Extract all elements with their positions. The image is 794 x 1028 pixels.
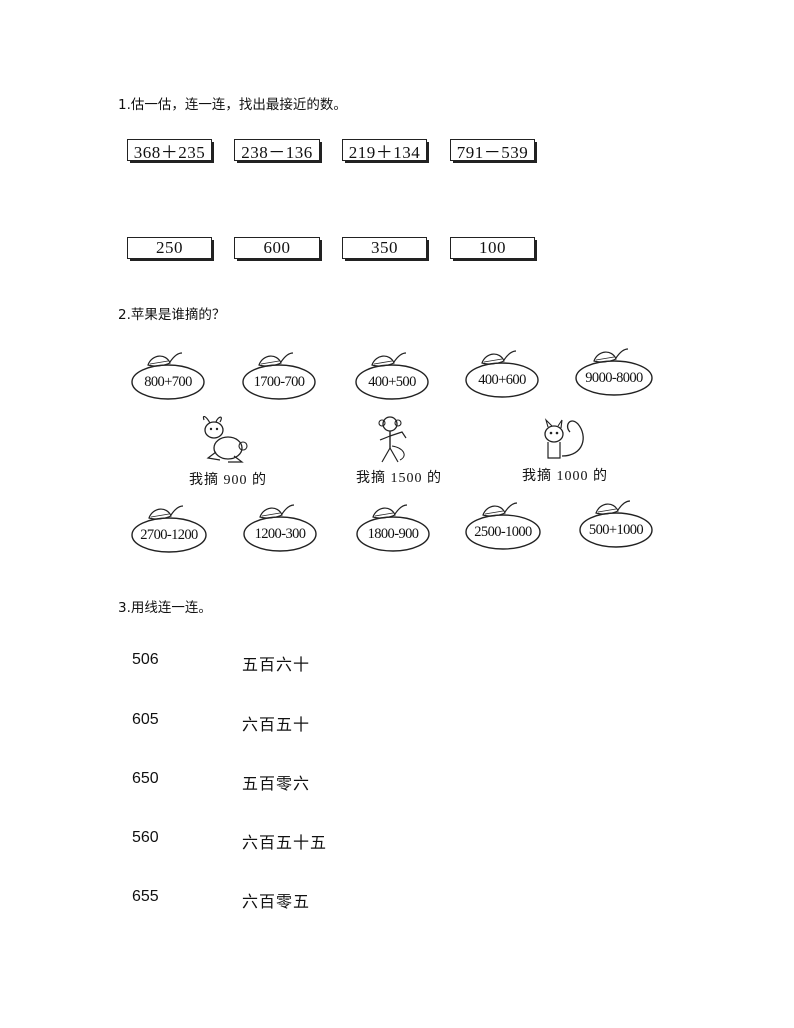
apple[interactable]: 2500-1000 [464,500,542,552]
apple-expression: 1700-700 [253,374,305,390]
apple-icon [356,504,430,552]
expression-box[interactable]: 219＋134 [342,139,429,163]
apple-icon [575,348,653,396]
apple-expression: 1800-900 [367,526,419,542]
number-item[interactable]: 650 [132,770,159,787]
animal-speech: 我摘 1000 的 [522,469,608,484]
apple-icon [242,352,316,400]
animal-speech: 我摘 900 的 [189,473,267,488]
apple-expression: 2500-1000 [474,524,532,540]
apple[interactable]: 9000-8000 [574,346,654,398]
number-item[interactable]: 655 [132,888,159,905]
apple[interactable]: 500+1000 [578,498,654,550]
apple-expression: 2700-1200 [140,527,198,543]
apple[interactable]: 800+700 [130,350,206,402]
rabbit-icon [198,415,250,464]
expression-box[interactable]: 238－136 [234,139,322,163]
expression-box[interactable]: 368＋235 [127,139,214,163]
apple[interactable]: 2700-1200 [130,503,208,555]
q3-title: 3.用线连一连。 [118,600,212,616]
expression-box[interactable]: 791－539 [450,139,537,163]
apple[interactable]: 400+600 [464,348,540,400]
chinese-number-item[interactable]: 六百五十 [242,715,311,734]
answer-box[interactable]: 100 [450,237,537,261]
apple-icon [131,352,205,400]
number-item[interactable]: 605 [132,711,159,728]
apple[interactable]: 400+500 [354,350,430,402]
apple-expression: 400+500 [368,374,416,390]
chinese-number-item[interactable]: 六百五十五 [242,833,328,852]
number-item[interactable]: 506 [132,651,159,668]
apple-icon [465,502,541,550]
apple-icon [355,352,429,400]
apple-icon [465,350,539,398]
apple-expression: 400+600 [478,372,526,388]
apple-expression: 800+700 [144,374,192,390]
apple-icon [131,505,207,553]
apple-expression: 500+1000 [588,522,644,538]
apple-expression: 9000-8000 [585,370,643,386]
apple[interactable]: 1700-700 [241,350,317,402]
squirrel-icon [540,416,590,464]
answer-box[interactable]: 250 [127,237,214,261]
apple-icon [243,504,317,552]
answer-box[interactable]: 600 [234,237,322,261]
monkey-icon [372,414,412,466]
q2-title: 2.苹果是谁摘的？ [118,307,226,323]
chinese-number-item[interactable]: 五百零六 [242,774,311,793]
chinese-number-item[interactable]: 六百零五 [242,892,311,911]
apple-icon [579,500,653,548]
number-item[interactable]: 560 [132,829,159,846]
answer-box[interactable]: 350 [342,237,429,261]
chinese-number-item[interactable]: 五百六十 [242,655,311,674]
apple[interactable]: 1800-900 [355,502,431,554]
q1-title: 1.估一估，连一连，找出最接近的数。 [118,97,347,113]
apple[interactable]: 1200-300 [242,502,318,554]
animal-speech: 我摘 1500 的 [356,471,442,486]
apple-expression: 1200-300 [254,526,306,542]
